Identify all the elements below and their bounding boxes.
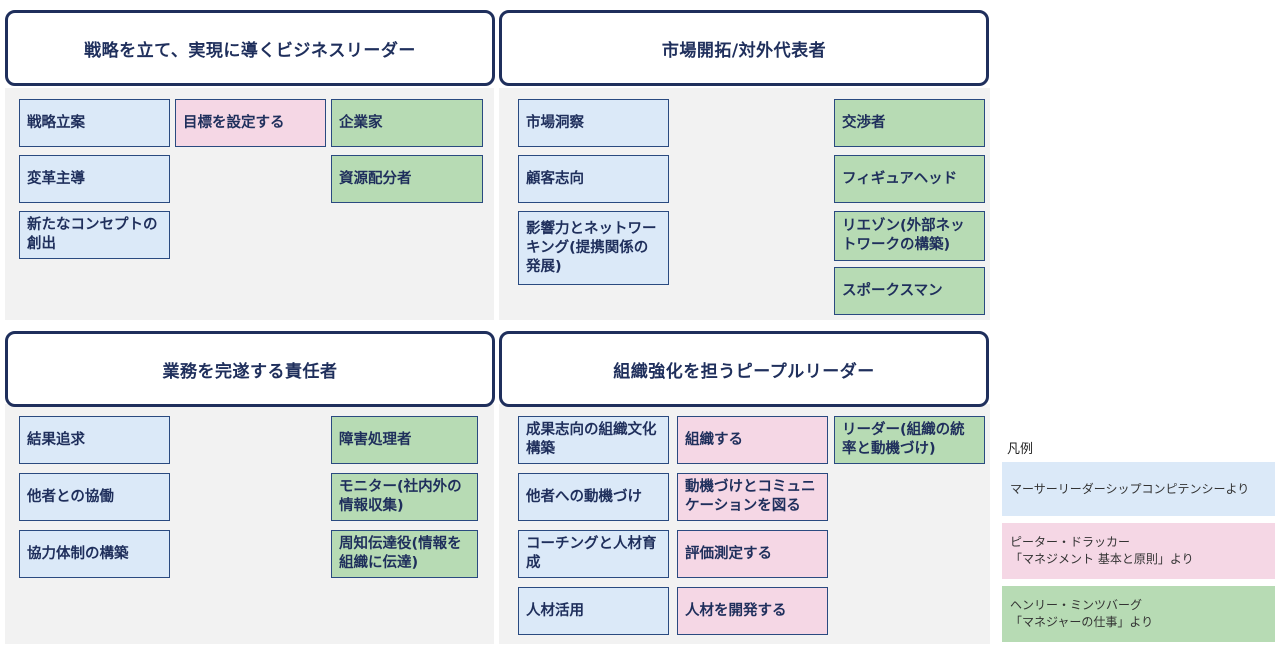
- competency-box: コーチングと人材育成: [518, 530, 669, 578]
- competency-box: 他者への動機づけ: [518, 473, 669, 521]
- legend-title: 凡例: [1007, 442, 1034, 457]
- competency-box: モニター(社内外の情報収集): [331, 473, 478, 521]
- header-q3: 業務を完遂する責任者: [5, 331, 495, 407]
- header-q2-title: 市場開拓/対外代表者: [661, 40, 827, 61]
- competency-box: 動機づけとコミュニケーションを図る: [677, 473, 828, 521]
- competency-box: 他者との協働: [19, 473, 170, 521]
- header-q3-title: 業務を完遂する責任者: [162, 361, 338, 382]
- legend-item-mintzberg: ヘンリー・ミンツバーグ 「マネジャーの仕事」より: [1002, 586, 1275, 642]
- competency-box: 市場洞察: [518, 99, 669, 147]
- competency-box: 人材活用: [518, 587, 669, 635]
- competency-box: 組織する: [677, 416, 828, 464]
- competency-box: 変革主導: [19, 155, 170, 203]
- competency-box: 戦略立案: [19, 99, 170, 147]
- competency-box: 評価測定する: [677, 530, 828, 578]
- header-q4-title: 組織強化を担うピープルリーダー: [613, 361, 875, 382]
- competency-box: スポークスマン: [834, 267, 985, 315]
- header-q2: 市場開拓/対外代表者: [499, 10, 989, 86]
- competency-box: 協力体制の構築: [19, 530, 170, 578]
- legend-item-mercer: マーサーリーダーシップコンピテンシーより: [1002, 462, 1275, 516]
- competency-box: 周知伝達役(情報を組織に伝達): [331, 530, 478, 578]
- legend-item-drucker: ピーター・ドラッカー 「マネジメント 基本と原則」より: [1002, 523, 1275, 579]
- header-q1-title: 戦略を立て、実現に導くビジネスリーダー: [84, 40, 416, 61]
- competency-box: 企業家: [331, 99, 483, 147]
- competency-box: 交渉者: [834, 99, 985, 147]
- competency-box: リエゾン(外部ネットワークの構築): [834, 211, 985, 261]
- competency-box: リーダー(組織の統率と動機づけ): [834, 416, 985, 464]
- competency-box: 顧客志向: [518, 155, 669, 203]
- competency-box: 目標を設定する: [175, 99, 326, 147]
- competency-box: 成果志向の組織文化構築: [518, 416, 669, 464]
- header-q4: 組織強化を担うピープルリーダー: [499, 331, 989, 407]
- header-q1: 戦略を立て、実現に導くビジネスリーダー: [5, 10, 495, 86]
- competency-box: 結果追求: [19, 416, 170, 464]
- competency-box: フィギュアヘッド: [834, 155, 985, 203]
- competency-box: 人材を開発する: [677, 587, 828, 635]
- competency-box: 障害処理者: [331, 416, 478, 464]
- competency-box: 影響力とネットワーキング(提携関係の発展): [518, 211, 669, 285]
- competency-box: 資源配分者: [331, 155, 483, 203]
- competency-box: 新たなコンセプトの創出: [19, 211, 170, 259]
